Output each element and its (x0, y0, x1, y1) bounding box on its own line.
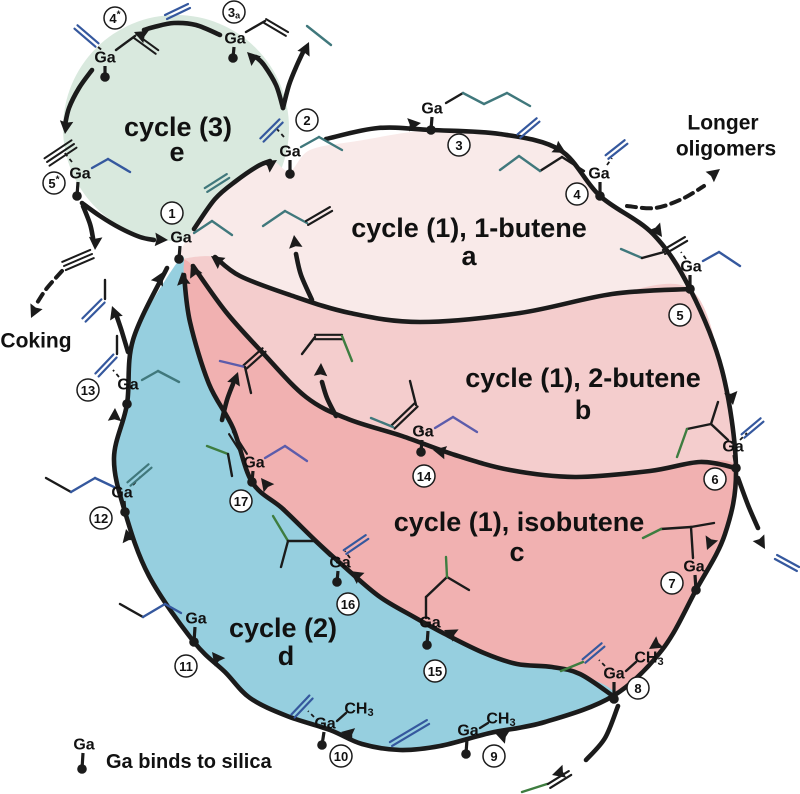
svg-text:c: c (509, 537, 524, 567)
svg-text:Ga: Ga (421, 101, 442, 118)
svg-text:5: 5 (676, 308, 683, 323)
svg-text:Ga binds to silica: Ga binds to silica (106, 751, 272, 773)
svg-text:13: 13 (81, 383, 95, 398)
svg-text:cycle (3): cycle (3) (124, 112, 232, 142)
svg-text:6: 6 (711, 472, 718, 487)
svg-text:2: 2 (303, 113, 310, 128)
svg-text:Longer: Longer (687, 112, 758, 135)
svg-text:Ga: Ga (243, 455, 264, 472)
svg-text:16: 16 (341, 597, 355, 612)
svg-text:7: 7 (668, 576, 675, 591)
svg-text:Ga: Ga (185, 611, 206, 628)
svg-text:8: 8 (634, 681, 641, 696)
svg-text:Ga: Ga (680, 259, 701, 276)
svg-text:3: 3 (455, 138, 462, 153)
svg-text:4*: 4* (109, 9, 120, 26)
svg-text:Ga: Ga (603, 666, 624, 683)
svg-text:cycle (2): cycle (2) (229, 613, 337, 643)
svg-text:11: 11 (179, 659, 193, 674)
svg-text:e: e (169, 137, 184, 167)
svg-text:cycle (1), isobutene: cycle (1), isobutene (394, 507, 645, 537)
svg-text:CH3: CH3 (486, 711, 515, 730)
svg-text:CH3: CH3 (344, 701, 373, 720)
svg-text:Ga: Ga (117, 377, 138, 394)
svg-text:oligomers: oligomers (676, 138, 776, 161)
svg-text:17: 17 (234, 494, 248, 509)
svg-text:Ga: Ga (588, 166, 609, 183)
svg-text:Ga: Ga (314, 716, 335, 733)
svg-text:9: 9 (490, 749, 497, 764)
svg-text:cycle (1), 2-butene: cycle (1), 2-butene (465, 363, 701, 393)
svg-text:Ga: Ga (683, 559, 704, 576)
svg-text:14: 14 (417, 469, 432, 484)
svg-text:15: 15 (428, 664, 442, 679)
svg-text:Ga: Ga (279, 144, 300, 161)
svg-text:Ga: Ga (224, 31, 245, 48)
svg-text:5*: 5* (48, 174, 59, 191)
svg-text:10: 10 (334, 749, 348, 764)
svg-text:cycle (1), 1-butene: cycle (1), 1-butene (351, 213, 587, 243)
svg-text:Ga: Ga (69, 166, 90, 183)
svg-text:1: 1 (168, 206, 175, 221)
svg-text:12: 12 (94, 511, 108, 526)
svg-text:CH3: CH3 (634, 650, 663, 669)
svg-text:Coking: Coking (0, 330, 71, 353)
svg-text:Ga: Ga (111, 485, 132, 502)
svg-text:d: d (278, 641, 295, 671)
svg-text:Ga: Ga (73, 737, 94, 754)
svg-text:4: 4 (573, 187, 581, 202)
svg-text:b: b (575, 395, 592, 425)
svg-text:Ga: Ga (412, 424, 433, 441)
svg-text:Ga: Ga (722, 439, 743, 456)
svg-text:a: a (461, 241, 477, 271)
svg-text:Ga: Ga (94, 50, 115, 67)
svg-text:Ga: Ga (419, 615, 440, 632)
svg-text:Ga: Ga (329, 555, 350, 572)
svg-text:Ga: Ga (170, 230, 191, 247)
svg-text:Ga: Ga (457, 723, 478, 740)
